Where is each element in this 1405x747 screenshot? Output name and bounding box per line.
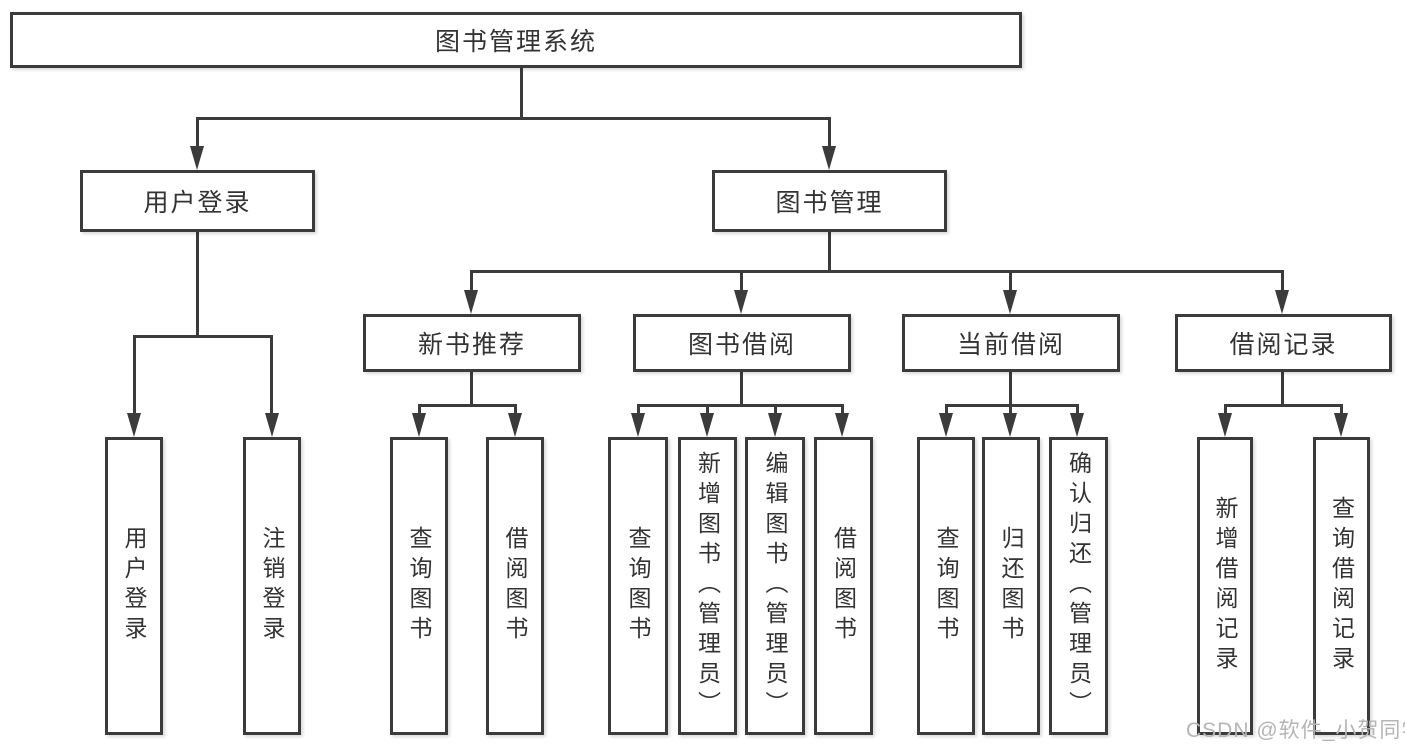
connector-leaf-stub (1009, 404, 1012, 415)
connector-level2-horizontal (196, 117, 831, 120)
arrow-down-icon (1003, 413, 1017, 437)
node-new-book-recommendation: 新书推荐 (363, 314, 581, 372)
leaf-query-borrow-record: 查询借阅记录 (1313, 437, 1370, 735)
arrow-down-icon (939, 413, 953, 437)
arrow-down-icon (190, 146, 204, 170)
connector-leaf-stub (945, 404, 948, 415)
node-root-system: 图书管理系统 (10, 12, 1022, 68)
connector-leaf-user-login-stub (133, 335, 136, 415)
arrow-down-icon (835, 413, 849, 437)
connector-current-borrow-horizontal (945, 404, 1079, 407)
leaf-query-books-current: 查询图书 (917, 437, 975, 735)
node-book-borrowing: 图书借阅 (633, 314, 851, 372)
connector-new-book-rec-stub (470, 270, 473, 292)
connector-borrow-records-stem (1281, 372, 1284, 406)
arrow-down-icon (631, 413, 645, 437)
leaf-confirm-return-admin: 确认归还（管理员） (1049, 437, 1108, 735)
node-book-management: 图书管理 (712, 170, 947, 232)
node-borrowing-records: 借阅记录 (1175, 314, 1392, 372)
arrow-down-icon (127, 413, 141, 437)
leaf-query-books-newrec: 查询图书 (390, 437, 448, 735)
leaf-borrow-books-borrow: 借阅图书 (814, 437, 873, 735)
connector-root-stem (520, 67, 523, 120)
connector-borrow-records-stub (1281, 270, 1284, 292)
connector-user-login-stem (196, 232, 199, 337)
arrow-down-icon (1275, 290, 1289, 314)
connector-leaf-logout-stub (270, 335, 273, 415)
connector-current-borrow-stem (1009, 372, 1012, 406)
leaf-user-login: 用户登录 (105, 437, 163, 735)
leaf-edit-books-admin: 编辑图书（管理员） (745, 437, 805, 735)
connector-book-borrow-stub (740, 270, 743, 292)
connector-level3-horizontal (470, 270, 1284, 273)
leaf-logout: 注销登录 (243, 437, 301, 735)
connector-book-borrow-horizontal (637, 404, 844, 407)
connector-leaf-stub (774, 404, 777, 415)
connector-user-login-stub (196, 117, 199, 148)
connector-current-borrow-stub (1009, 270, 1012, 292)
arrow-down-icon (1003, 290, 1017, 314)
arrow-down-icon (700, 413, 714, 437)
arrow-down-icon (508, 413, 522, 437)
connector-leaf-stub (1224, 404, 1227, 415)
leaf-borrow-books-newrec: 借阅图书 (486, 437, 544, 735)
leaf-return-books: 归还图书 (982, 437, 1040, 735)
leaf-add-borrow-record: 新增借阅记录 (1197, 437, 1253, 735)
connector-book-borrow-stem (740, 372, 743, 406)
connector-leaf-stub (1076, 404, 1079, 415)
connector-book-mgmt-stem (828, 232, 831, 272)
connector-new-book-rec-stem (470, 372, 473, 406)
connector-new-book-rec-horizontal (418, 404, 517, 407)
arrow-down-icon (768, 413, 782, 437)
arrow-down-icon (734, 290, 748, 314)
connector-leaf-stub (706, 404, 709, 415)
connector-leaf-stub (514, 404, 517, 415)
arrow-down-icon (822, 146, 836, 170)
connector-leaf-stub (841, 404, 844, 415)
node-user-login: 用户登录 (80, 170, 315, 232)
connector-borrow-records-horizontal (1224, 404, 1343, 407)
connector-leaf-stub (637, 404, 640, 415)
leaf-query-books-borrow: 查询图书 (608, 437, 668, 735)
arrow-down-icon (1070, 413, 1084, 437)
leaf-add-books-admin: 新增图书（管理员） (678, 437, 737, 735)
arrow-down-icon (464, 290, 478, 314)
arrow-down-icon (1218, 413, 1232, 437)
arrow-down-icon (412, 413, 426, 437)
csdn-watermark: CSDN @软件_小贺同学 (1186, 719, 1405, 742)
connector-leaf-stub (1340, 404, 1343, 415)
arrow-down-icon (1334, 413, 1348, 437)
node-current-borrowing: 当前借阅 (902, 314, 1120, 372)
connector-book-mgmt-stub (828, 117, 831, 148)
connector-user-login-horizontal (133, 335, 273, 338)
connector-leaf-stub (418, 404, 421, 415)
arrow-down-icon (265, 413, 279, 437)
